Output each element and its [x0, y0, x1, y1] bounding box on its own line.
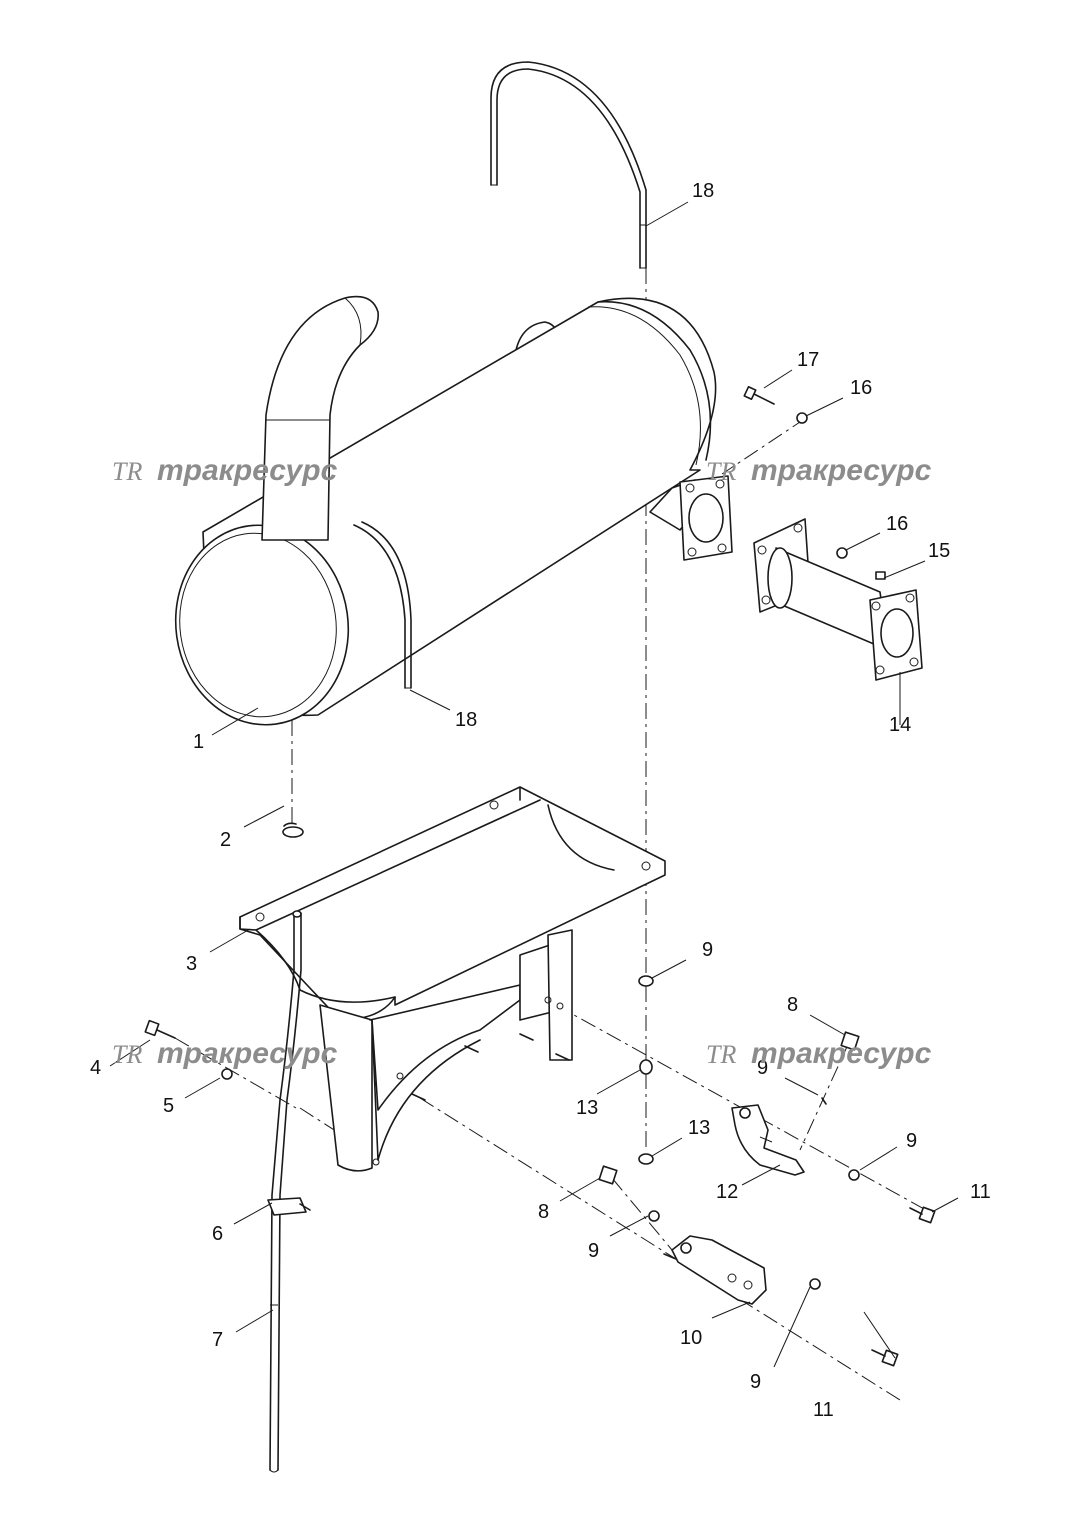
watermark-text: тракресурс [751, 454, 932, 487]
callout-4: 4 [90, 1057, 101, 1079]
clamp-icon [282, 822, 304, 838]
callout-3: 3 [186, 953, 197, 975]
callout-16-upper: 16 [850, 377, 872, 399]
spacer-icon [836, 547, 886, 580]
callout-15: 15 [928, 540, 950, 562]
watermark-top-left: TR тракресурс [112, 454, 338, 487]
callout-9-right: 9 [906, 1130, 917, 1152]
bracket-icon [239, 786, 666, 1172]
watermark-logo: TR [706, 1040, 736, 1069]
callout-7: 7 [212, 1329, 223, 1351]
washer-9-group-icon [638, 975, 860, 1290]
callout-1: 1 [193, 731, 204, 753]
watermark-text: тракресурс [157, 454, 338, 487]
callout-13-right: 13 [688, 1117, 710, 1139]
callout-12: 12 [716, 1181, 738, 1203]
muffler-icon [174, 295, 733, 726]
callout-9-lower-left: 9 [588, 1240, 599, 1262]
nut-13-icon [638, 1059, 654, 1165]
callout-5: 5 [163, 1095, 174, 1117]
watermark-logo: TR [706, 457, 736, 486]
leader-lines [109, 201, 959, 1368]
bolt-11-icon [871, 1206, 936, 1367]
watermark-top-right: TR тракресурс [706, 454, 932, 487]
assembly-axes [174, 268, 936, 1401]
callout-11-bottom: 11 [813, 1399, 834, 1421]
washer-5-icon [221, 1068, 233, 1080]
callout-11-right: 11 [970, 1181, 991, 1203]
callout-10: 10 [680, 1327, 702, 1349]
support-icon [731, 1104, 805, 1176]
watermark-logo: TR [112, 1040, 142, 1069]
callout-18-bottom: 18 [455, 709, 477, 731]
callout-18-top: 18 [692, 180, 714, 202]
tube-icon [269, 910, 302, 1473]
callout-9-bottom: 9 [750, 1371, 761, 1393]
callout-8-upper: 8 [787, 994, 798, 1016]
bolt-icon [743, 385, 775, 405]
strap-icon [490, 61, 647, 269]
bolt-8-icon [598, 1031, 860, 1185]
watermark-logo: TR [112, 457, 142, 486]
bolt-4-icon [144, 1019, 176, 1039]
callout-6: 6 [212, 1223, 223, 1245]
callout-14: 14 [889, 714, 911, 736]
callout-9-mid: 9 [757, 1057, 768, 1079]
callout-2: 2 [220, 829, 231, 851]
washer-icon [796, 412, 808, 424]
plate-icon [663, 1235, 767, 1305]
callout-9-top: 9 [702, 939, 713, 961]
stud-icon [411, 1033, 570, 1101]
watermark-bottom-right: TR тракресурс [706, 1037, 932, 1070]
callout-13-left: 13 [576, 1097, 598, 1119]
pipe-icon [753, 518, 923, 681]
watermark-bottom-left: TR тракресурс [112, 1037, 338, 1070]
watermark-text: тракресурс [751, 1037, 932, 1070]
callout-labels: 1 2 3 4 5 6 7 8 8 9 9 9 9 9 10 11 11 12 … [90, 180, 991, 1421]
clip-icon [267, 1197, 311, 1216]
callout-17: 17 [797, 349, 819, 371]
callout-8-lower: 8 [538, 1201, 549, 1223]
watermark-text: тракресурс [157, 1037, 338, 1070]
callout-16-lower: 16 [886, 513, 908, 535]
